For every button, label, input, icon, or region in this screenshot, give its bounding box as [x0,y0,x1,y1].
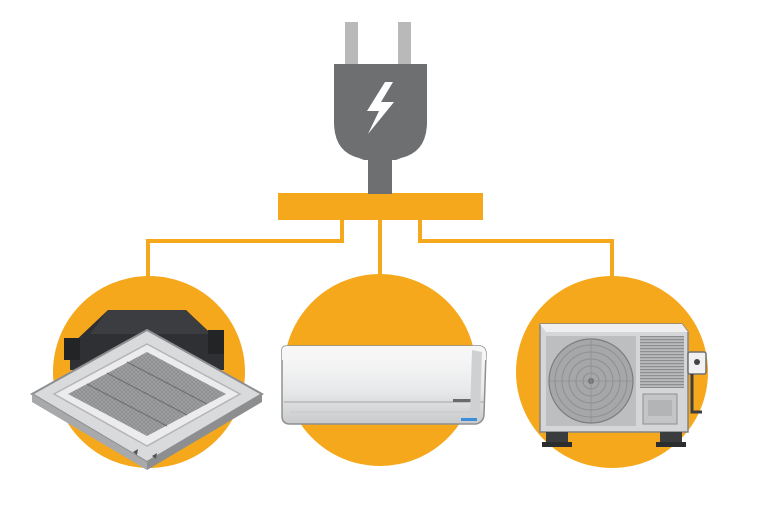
wall-mounted-split-ac-icon [281,345,487,425]
connector-right [418,220,614,280]
distribution-bar [278,193,483,220]
connector-lines [146,220,614,282]
outdoor-condenser-unit-icon [539,323,707,447]
plug-prong-right [398,22,411,70]
connector-left [146,220,344,280]
lightning-bolt-icon [367,82,394,134]
plug-prong-left [345,22,358,70]
ceiling-cassette-ac-icon [29,310,265,470]
plug-cord [368,158,392,194]
plug-icon [334,22,427,194]
